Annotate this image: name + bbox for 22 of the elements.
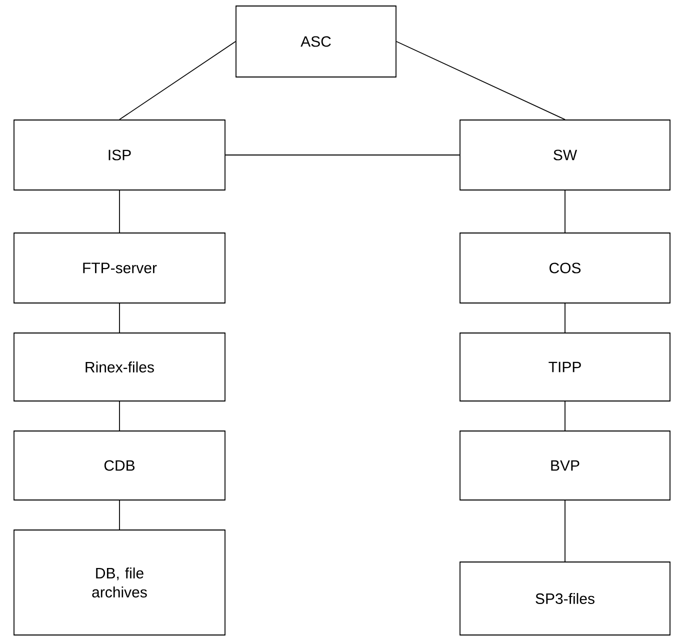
connector-line: [564, 303, 566, 333]
process-box: SW: [460, 120, 670, 190]
process-box: SP3-files: [460, 562, 670, 636]
process-box: COS: [460, 232, 670, 304]
connector-line: [119, 303, 120, 333]
connector-line: [119, 190, 120, 233]
connector-line: [225, 154, 460, 156]
process-box: CDB: [14, 430, 226, 500]
connector-line: [564, 190, 566, 233]
process-box: TIPP: [460, 332, 670, 402]
process-box: FTP-server: [14, 232, 226, 304]
process-box: DB, file archives: [14, 530, 226, 636]
process-box: BVP: [460, 430, 670, 500]
process-box: ASC: [236, 6, 396, 78]
connector-line: [119, 401, 120, 431]
connector-line: [564, 401, 566, 431]
process-box: Rinex-files: [14, 332, 226, 402]
connector-line: [119, 41, 236, 120]
connector-line: [396, 41, 566, 120]
connector-line: [119, 500, 120, 530]
process-box: ISP: [14, 120, 226, 190]
connector-line: [564, 500, 566, 562]
